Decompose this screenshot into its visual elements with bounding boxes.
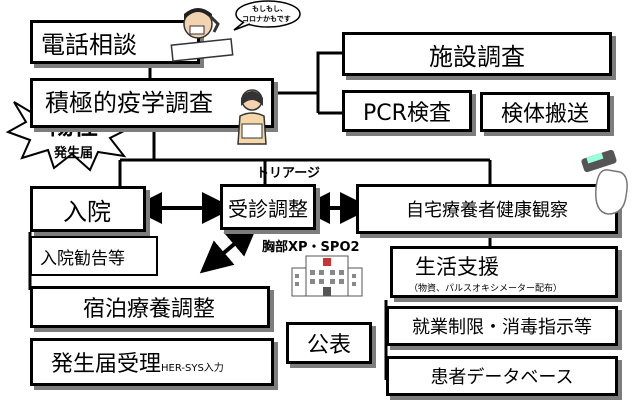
life-support-note: （物資、パルスオキシメーター配布） bbox=[409, 283, 563, 294]
admission-label: 入院 bbox=[63, 197, 111, 226]
admission-box: 入院 bbox=[30, 186, 146, 232]
pcr-label: PCR検査 bbox=[363, 101, 451, 126]
active-survey-box: 積極的疫学調査 bbox=[30, 78, 274, 128]
caller-illustration-icon bbox=[170, 8, 234, 62]
home-observation-label: 自宅療養者健康観察 bbox=[406, 200, 568, 221]
notice-receipt-label: 発生届受理 bbox=[51, 352, 162, 377]
admission-recommend-box: 入院勧告等 bbox=[30, 236, 158, 276]
life-support-label: 生活支援 bbox=[415, 254, 499, 279]
speech-line-1: もしもし、 bbox=[252, 5, 287, 13]
lodging-label: 宿泊療養調整 bbox=[83, 297, 216, 322]
work-restrict-label: 就業制限・消毒指示等 bbox=[412, 317, 592, 338]
lodging-box: 宿泊療養調整 bbox=[30, 286, 270, 328]
notice-small-label: 発生届 bbox=[54, 146, 94, 161]
admission-recommend-label: 入院勧告等 bbox=[40, 248, 125, 269]
patient-db-box: 患者データベース bbox=[386, 356, 618, 396]
notice-receipt-box: 発生届受理 HER-SYS入力 bbox=[30, 338, 274, 386]
specimen-label: 検体搬送 bbox=[500, 102, 589, 127]
active-survey-label: 積極的疫学調査 bbox=[45, 89, 213, 117]
investigator-illustration-icon bbox=[237, 89, 267, 145]
work-restrict-box: 就業制限・消毒指示等 bbox=[386, 306, 618, 346]
publish-box: 公表 bbox=[286, 322, 372, 364]
arrow-consult-diag bbox=[199, 223, 259, 274]
her-sys-label: HER-SYS入力 bbox=[161, 362, 224, 374]
patient-db-label: 患者データベース bbox=[430, 367, 574, 388]
pcr-box: PCR検査 bbox=[342, 90, 472, 132]
facility-survey-box: 施設調査 bbox=[342, 32, 612, 76]
specimen-box: 検体搬送 bbox=[480, 92, 610, 132]
life-support-box: 生活支援 （物資、パルスオキシメーター配布） bbox=[390, 246, 618, 298]
speech-bubble-icon bbox=[233, 0, 301, 31]
pulse-oximeter-icon bbox=[581, 149, 628, 215]
speech-line-2: コロナかもです bbox=[242, 15, 291, 23]
publish-label: 公表 bbox=[306, 333, 351, 358]
hospital-icon bbox=[291, 255, 363, 297]
consult-adjust-label: 受診調整 bbox=[228, 196, 308, 221]
link-survey-facility bbox=[272, 51, 342, 95]
phone-consult-box: 電話相談 bbox=[30, 20, 200, 64]
phone-consult-label: 電話相談 bbox=[41, 30, 137, 59]
consult-adjust-box: 受診調整 bbox=[220, 184, 316, 230]
chest-xp-label: 胸部XP・SPO2 bbox=[262, 240, 360, 255]
triage-label: トリアージ bbox=[256, 166, 320, 181]
facility-survey-label: 施設調査 bbox=[429, 42, 525, 71]
